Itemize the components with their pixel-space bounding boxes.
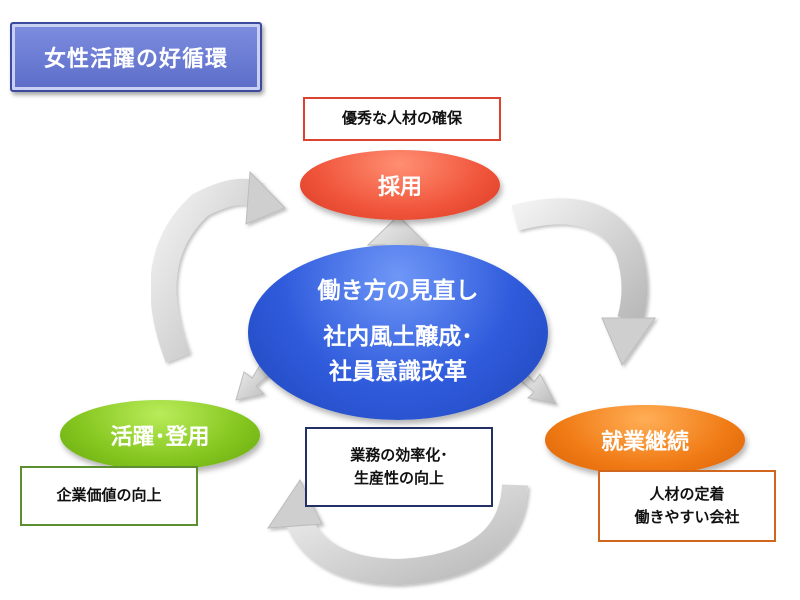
node-center-line2: 社内風土醸成･ (323, 323, 473, 350)
label-efficiency: 業務の効率化･ 生産性の向上 (305, 427, 493, 507)
node-center-line1: 働き方の見直し (317, 278, 479, 305)
curved-arrow-icon-top-right (511, 198, 656, 367)
label-efficiency-line2: 生産性の向上 (353, 469, 444, 487)
label-retention: 人材の定着 働きやすい会社 (598, 470, 776, 542)
node-active: 活躍･登用 (60, 400, 260, 470)
node-center-line3: 社員意識改革 (329, 359, 467, 386)
curved-arrow-icon-top-left (150, 170, 286, 363)
node-recruit-label: 採用 (377, 175, 422, 200)
page-title: 女性活躍の好循環 (10, 22, 262, 92)
node-active-label: 活躍･登用 (110, 425, 210, 450)
node-center: 働き方の見直し 社内風土醸成･ 社員意識改革 (248, 245, 548, 420)
label-efficiency-line1: 業務の効率化･ (350, 445, 448, 464)
label-retention-line2: 働きやすい会社 (634, 508, 740, 526)
label-retention-line1: 人材の定着 (649, 484, 725, 503)
label-corporate-value: 企業価値の向上 (20, 466, 198, 526)
node-continue: 就業継続 (545, 405, 745, 475)
block-arrow-icon-down-right (519, 368, 557, 405)
node-continue-label: 就業継続 (600, 430, 689, 455)
node-recruit: 採用 (300, 150, 500, 220)
label-talent-acquisition: 優秀な人材の確保 (303, 97, 501, 141)
